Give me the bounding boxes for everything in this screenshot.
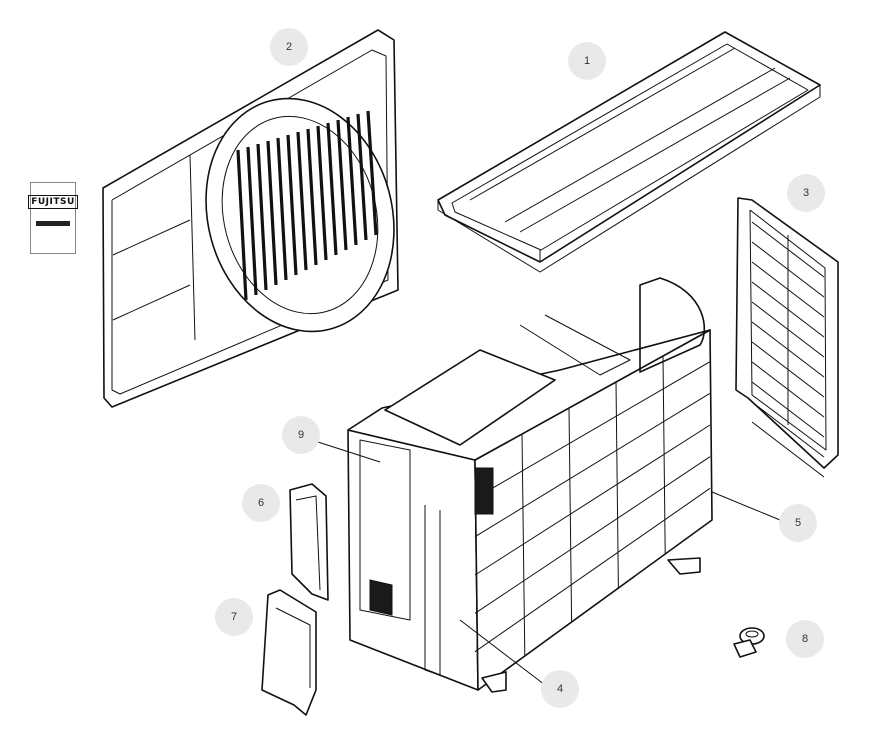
part-side-grille — [735, 197, 839, 478]
callout-6-label: 6 — [257, 497, 265, 509]
drawing-stroke — [236, 149, 248, 301]
drawing-stroke — [246, 146, 258, 296]
drawing-stroke — [276, 137, 288, 281]
drawing-stroke — [474, 361, 711, 499]
fujitsu-logo-label: FUJITSU — [28, 182, 78, 254]
callout-1: 1 — [568, 42, 606, 80]
callout-5: 5 — [779, 504, 817, 542]
callout-7: 7 — [215, 598, 253, 636]
drawing-stroke — [474, 392, 711, 538]
drawing-stroke — [336, 119, 348, 251]
logo-brand-text: FUJITSU — [28, 195, 78, 209]
drawing-stroke — [474, 424, 711, 576]
part-drain-elbow — [733, 627, 765, 658]
drawing-stroke — [356, 113, 368, 241]
drawing-stroke — [306, 128, 318, 266]
leader-lines — [317, 441, 781, 686]
drawing-stroke — [316, 125, 328, 261]
callout-4: 4 — [541, 670, 579, 708]
callout-5-label: 5 — [794, 517, 802, 529]
callout-9: 9 — [282, 416, 320, 454]
callout-2: 2 — [270, 28, 308, 66]
callout-8-label: 8 — [801, 633, 809, 645]
callout-3: 3 — [787, 174, 825, 212]
callout-7-label: 7 — [230, 611, 238, 623]
callout-8: 8 — [786, 620, 824, 658]
drawing-stroke — [474, 487, 711, 653]
drawing-stroke — [326, 122, 338, 256]
drawing-stroke — [474, 456, 711, 614]
callout-1-label: 1 — [583, 55, 591, 67]
part-valve-cover — [289, 483, 329, 601]
drawing-stroke — [346, 116, 358, 246]
callout-3-label: 3 — [802, 187, 810, 199]
callout-2-label: 2 — [285, 41, 293, 53]
drawing-stroke — [266, 140, 278, 286]
part-top-panel — [437, 31, 821, 273]
drawing-stroke — [751, 421, 825, 478]
callout-6: 6 — [242, 484, 280, 522]
drawing-stroke — [286, 134, 298, 276]
drawing-stroke — [366, 110, 378, 236]
drawing-stroke — [256, 143, 268, 291]
drawing-stroke — [751, 401, 825, 458]
part-pipe-cover — [261, 589, 317, 716]
logo-caption-bar — [36, 221, 70, 226]
callout-9-label: 9 — [297, 429, 305, 441]
part-front-panel — [102, 29, 399, 408]
part-main-unit — [347, 277, 713, 693]
drawing-stroke — [296, 131, 308, 271]
callout-4-label: 4 — [556, 683, 564, 695]
